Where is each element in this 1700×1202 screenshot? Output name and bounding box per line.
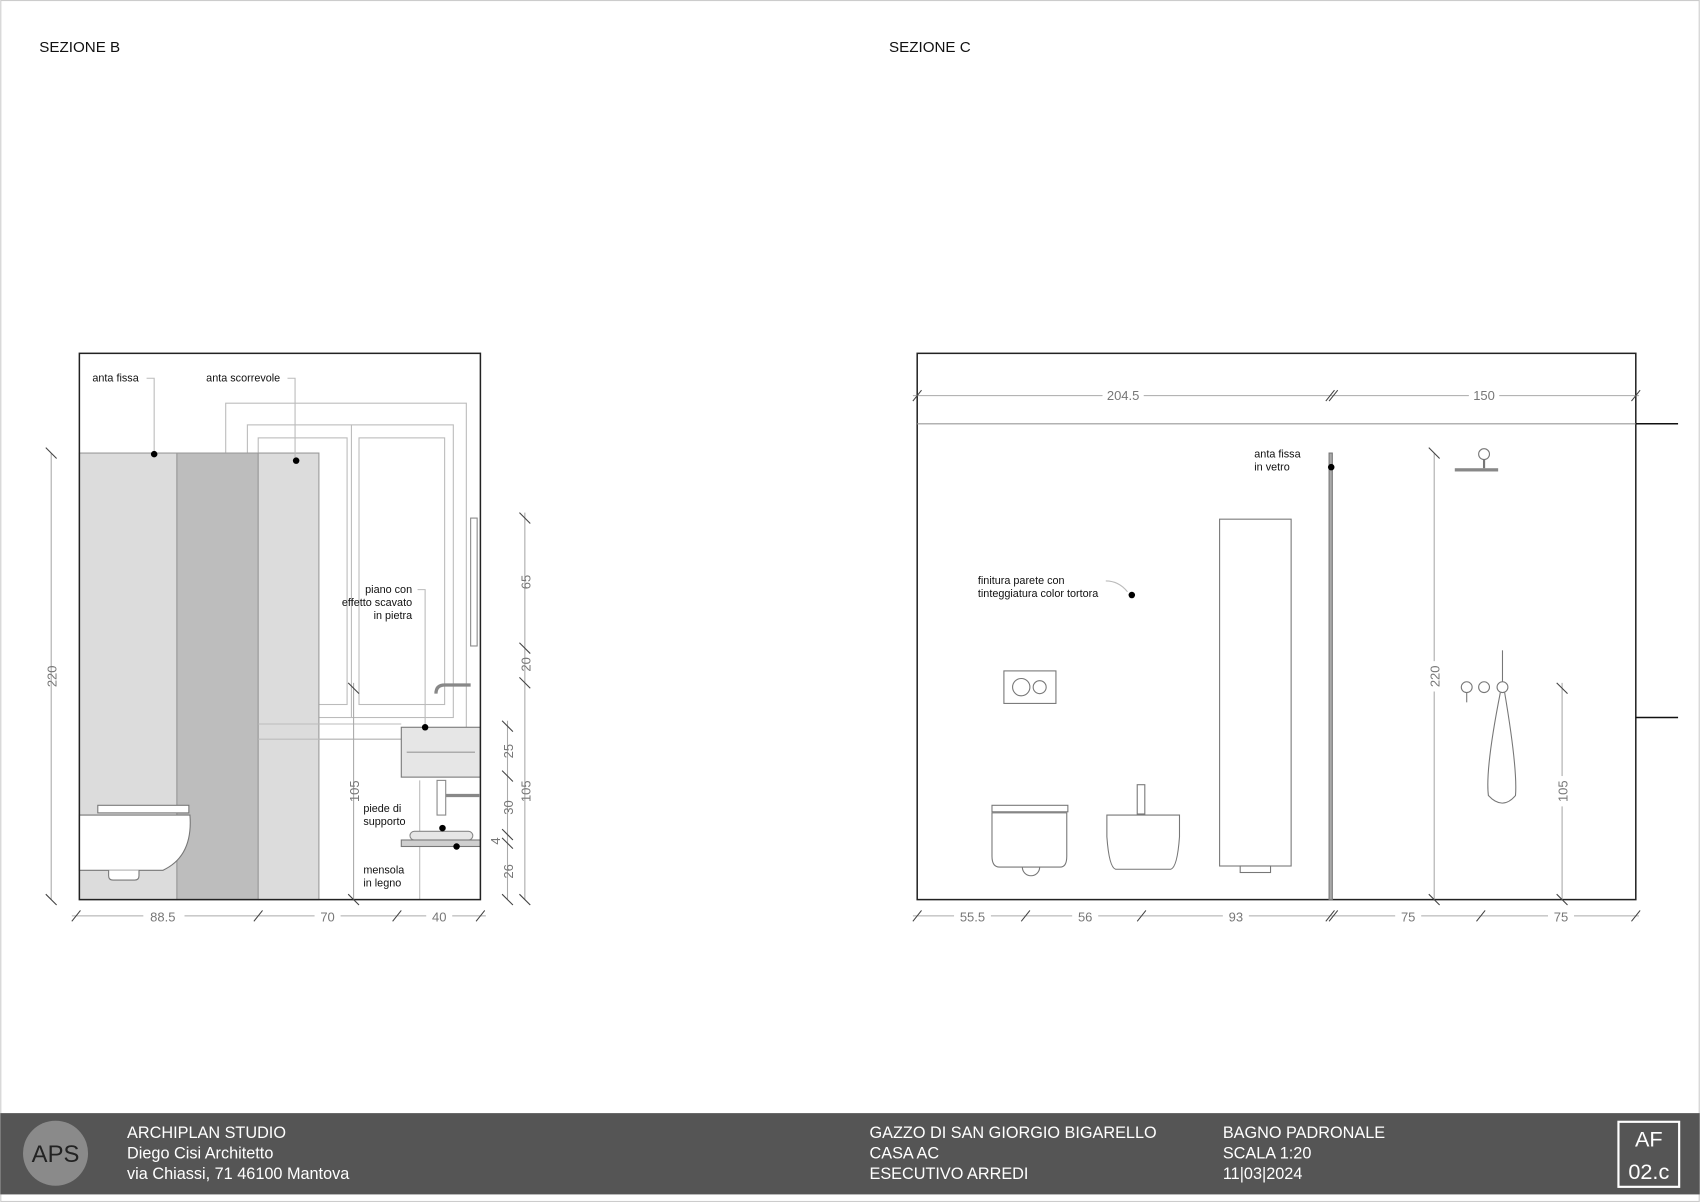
dim-b-88-5: 88.5 [150,909,175,924]
studio-logo [23,1120,89,1186]
svg-text:in vetro: in vetro [1254,461,1290,473]
svg-text:mensola: mensola [363,865,405,877]
towel-rail [470,517,478,647]
dim-c-220: 220 [1428,665,1443,687]
dim-c-56: 56 [1078,909,1092,924]
label-piano: piano con effetto scavato in pietra [342,584,413,622]
label-anta-scorrevole: anta scorrevole [206,373,280,385]
sliding-glass-panel [257,452,320,901]
svg-text:finitura parete con: finitura parete con [978,575,1065,587]
dim-b-40: 40 [432,909,446,924]
sheet-code-prefix: AF [1635,1127,1663,1152]
dim-c-204-5: 204.5 [1107,388,1140,403]
dim-c-75-a: 75 [1401,909,1415,924]
sheet-room: BAGNO PADRONALE [1223,1124,1385,1142]
dim-b-105-outer: 105 [518,780,533,802]
dim-b-105-inner: 105 [347,780,362,802]
architect-name: Diego Cisi Architetto [127,1145,273,1163]
section-c-title: SEZIONE C [889,39,971,56]
dim-b-26: 26 [501,864,516,878]
svg-text:supporto: supporto [363,816,405,828]
section-b-title: SEZIONE B [39,39,120,56]
title-block: APS ARCHIPLAN STUDIO Diego Cisi Architet… [0,1113,1700,1195]
section-b: SEZIONE B anta [39,39,533,924]
project-phase: ESECUTIVO ARREDI [870,1165,1029,1183]
sheet-code-number: 02.c [1628,1159,1669,1184]
sheet-code-box [1617,1120,1681,1188]
label-finitura: finitura parete con tinteggiatura color … [978,575,1099,600]
svg-text:tinteggiatura color tortora: tinteggiatura color tortora [978,588,1099,600]
dim-b-65: 65 [518,575,533,589]
shower-head [1454,448,1499,472]
dim-b-70: 70 [320,909,334,924]
svg-text:in legno: in legno [363,878,401,890]
label-anta-fissa: anta fissa [92,373,139,385]
logo-text: APS [32,1141,80,1168]
dim-c-55-5: 55.5 [960,909,985,924]
bidet [1106,784,1181,870]
sheet-date: 11|03|2024 [1223,1165,1303,1183]
svg-text:piano con: piano con [365,584,412,596]
section-c-outline [916,352,1637,901]
project-name: CASA AC [870,1145,940,1163]
dim-c-150: 150 [1473,388,1495,403]
section-c: SEZIONE C [889,39,1679,924]
support-foot [409,830,474,841]
dim-c-105: 105 [1556,780,1571,802]
dim-b-220: 220 [45,665,60,687]
studio-address: via Chiassi, 71 46100 Mantova [127,1165,350,1183]
svg-text:piede di: piede di [363,803,401,815]
dim-b-25: 25 [501,744,516,758]
svg-text:effetto scavato: effetto scavato [342,597,412,609]
siphon [436,779,447,816]
wall-tap [434,683,471,694]
dim-b-20: 20 [518,657,533,671]
sheet-scale: SCALA 1:20 [1223,1145,1312,1163]
project-location: GAZZO DI SAN GIORGIO BIGARELLO [870,1124,1157,1142]
label-anta-fissa-vetro: anta fissa in vetro [1254,448,1301,473]
toilet-front [991,804,1069,877]
dim-b-4: 4 [488,837,503,844]
dim-c-75-b: 75 [1554,909,1568,924]
studio-name: ARCHIPLAN STUDIO [127,1124,286,1142]
section-b-outline [78,352,482,901]
label-piede: piede di supporto [363,803,405,828]
dim-c-93: 93 [1229,909,1243,924]
radiator [1219,518,1292,874]
wooden-shelf [400,839,481,848]
dim-b-30: 30 [501,800,516,814]
toilet-side [78,804,191,881]
shower-mixer [1460,650,1517,804]
glass-fixed-panel [1328,452,1333,901]
window-pane-right [358,437,446,706]
section-b-dimensions [45,447,531,922]
svg-text:in pietra: in pietra [374,610,414,622]
svg-text:anta fissa: anta fissa [1254,448,1301,460]
flush-plate [1003,670,1057,704]
label-mensola: mensola in legno [363,865,405,890]
